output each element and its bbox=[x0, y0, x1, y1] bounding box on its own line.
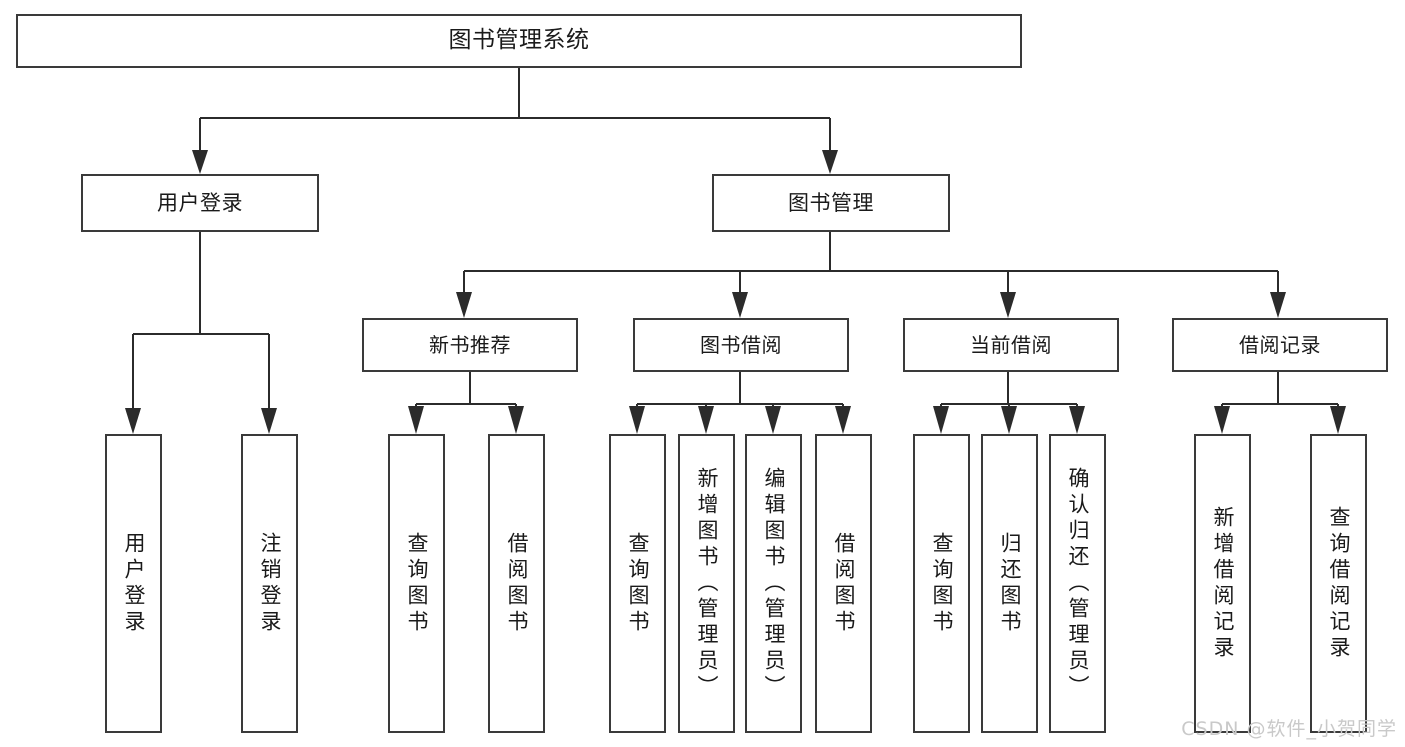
arrow-user-login-to-leaf-1 bbox=[261, 408, 277, 434]
node-leaf-query-book[interactable]: 查询图书 bbox=[609, 434, 666, 733]
node-root-book-management-system[interactable]: 图书管理系统 bbox=[16, 14, 1022, 68]
arrow-borrow-to-leaf-3 bbox=[835, 406, 851, 434]
arrow-current-to-leaf-0 bbox=[933, 406, 949, 434]
node-label: 确认归还（管理员） bbox=[1066, 466, 1090, 701]
node-label: 归还图书 bbox=[998, 531, 1022, 636]
node-label: 用户登录 bbox=[157, 190, 243, 215]
node-leaf-borrow-book-new[interactable]: 借阅图书 bbox=[488, 434, 545, 733]
arrow-user-login-to-leaf-0 bbox=[125, 408, 141, 434]
node-label: 注销登录 bbox=[258, 531, 282, 636]
arrow-root-to-user-login bbox=[192, 150, 208, 174]
node-leaf-borrow-book[interactable]: 借阅图书 bbox=[815, 434, 872, 733]
node-user-login[interactable]: 用户登录 bbox=[81, 174, 319, 232]
node-current-borrowing[interactable]: 当前借阅 bbox=[903, 318, 1119, 372]
node-leaf-logout[interactable]: 注销登录 bbox=[241, 434, 298, 733]
node-label: 编辑图书（管理员） bbox=[762, 466, 786, 701]
node-label: 新增图书（管理员） bbox=[695, 466, 719, 701]
arrow-book-mgmt-to-new-book bbox=[456, 292, 472, 318]
node-label: 查询借阅记录 bbox=[1327, 505, 1351, 662]
node-leaf-query-book-current[interactable]: 查询图书 bbox=[913, 434, 970, 733]
node-leaf-return-book[interactable]: 归还图书 bbox=[981, 434, 1038, 733]
node-leaf-user-login[interactable]: 用户登录 bbox=[105, 434, 162, 733]
node-label: 图书管理系统 bbox=[448, 27, 590, 54]
node-label: 查询图书 bbox=[930, 531, 954, 636]
node-leaf-add-borrow-record[interactable]: 新增借阅记录 bbox=[1194, 434, 1251, 733]
node-label: 借阅图书 bbox=[832, 531, 856, 636]
node-label: 用户登录 bbox=[122, 531, 146, 636]
arrow-current-to-leaf-2 bbox=[1069, 406, 1085, 434]
node-new-book-recommendation[interactable]: 新书推荐 bbox=[362, 318, 578, 372]
node-leaf-add-book-admin[interactable]: 新增图书（管理员） bbox=[678, 434, 735, 733]
node-label: 图书借阅 bbox=[700, 332, 782, 357]
node-leaf-query-borrow-record[interactable]: 查询借阅记录 bbox=[1310, 434, 1367, 733]
arrow-borrow-to-leaf-2 bbox=[765, 406, 781, 434]
arrow-borrow-to-leaf-1 bbox=[698, 406, 714, 434]
arrow-record-to-leaf-0 bbox=[1214, 406, 1230, 434]
arrow-book-mgmt-to-current bbox=[1000, 292, 1016, 318]
arrow-new-book-to-leaf-0 bbox=[408, 406, 424, 434]
arrow-borrow-to-leaf-0 bbox=[629, 406, 645, 434]
arrow-record-to-leaf-1 bbox=[1330, 406, 1346, 434]
node-borrowing-record[interactable]: 借阅记录 bbox=[1172, 318, 1388, 372]
node-label: 新书推荐 bbox=[429, 332, 511, 357]
arrow-current-to-leaf-1 bbox=[1001, 406, 1017, 434]
node-leaf-confirm-return-admin[interactable]: 确认归还（管理员） bbox=[1049, 434, 1106, 733]
arrow-book-mgmt-to-borrow bbox=[732, 292, 748, 318]
watermark-text: CSDN @软件_小贺同学 bbox=[1181, 718, 1397, 740]
node-label: 图书管理 bbox=[788, 190, 874, 215]
node-label: 当前借阅 bbox=[970, 332, 1052, 357]
arrow-book-mgmt-to-record bbox=[1270, 292, 1286, 318]
node-leaf-query-book-new[interactable]: 查询图书 bbox=[388, 434, 445, 733]
node-book-management[interactable]: 图书管理 bbox=[712, 174, 950, 232]
arrow-root-to-book-mgmt bbox=[822, 150, 838, 174]
node-label: 查询图书 bbox=[626, 531, 650, 636]
node-leaf-edit-book-admin[interactable]: 编辑图书（管理员） bbox=[745, 434, 802, 733]
node-label: 查询图书 bbox=[405, 531, 429, 636]
node-label: 借阅记录 bbox=[1239, 332, 1321, 357]
arrow-new-book-to-leaf-1 bbox=[508, 406, 524, 434]
node-label: 借阅图书 bbox=[505, 531, 529, 636]
node-label: 新增借阅记录 bbox=[1211, 505, 1235, 662]
node-book-borrowing[interactable]: 图书借阅 bbox=[633, 318, 849, 372]
